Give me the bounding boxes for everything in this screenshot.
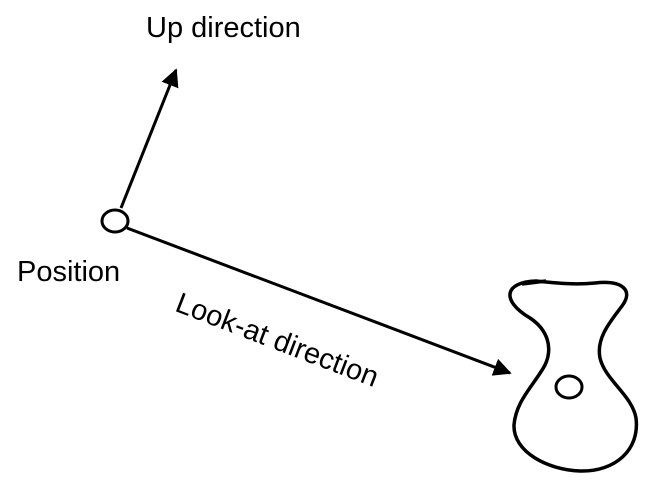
look-at-target-point [554, 374, 584, 400]
up-direction-arrow [119, 68, 179, 209]
up-direction-label: Up direction [146, 12, 301, 44]
position-label: Position [17, 256, 121, 288]
target-object-seam [521, 279, 547, 286]
position-marker [100, 208, 130, 234]
target-object-outline [508, 279, 639, 473]
look-at-direction-arrow [126, 226, 512, 376]
